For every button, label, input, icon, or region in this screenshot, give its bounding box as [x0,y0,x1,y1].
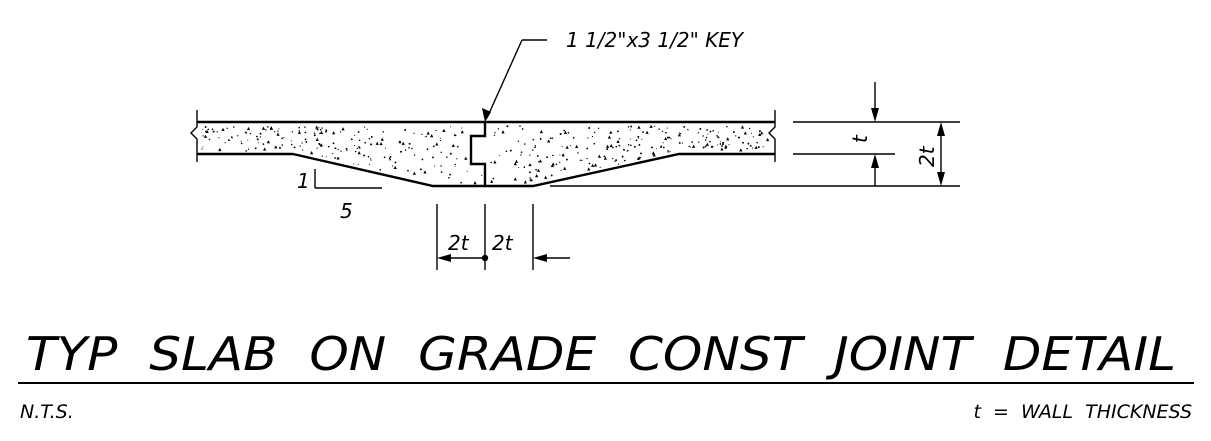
dim-2t-left-label: 2t [448,231,470,255]
slab-section [197,120,775,188]
construction-joint-key [469,122,487,186]
slope-rise-label: 1 [297,169,310,193]
dim-2t-right-label: 2t [492,231,514,255]
concrete-hatch [201,124,770,185]
dim-center-dot [481,254,489,262]
dim-t-arrow-down [871,108,879,122]
dim-2t-total-label: 2t [915,145,939,167]
dim-t-arrow-up [871,154,879,168]
dim-2t-arrow-bottom [937,172,945,186]
dim-t-label: t [848,134,872,143]
key-leader [486,39,547,119]
detail-title: TYP SLAB ON GRADE CONST JOINT DETAIL [26,327,1176,381]
slope-indicator [314,169,382,189]
dim-arrow-left [437,254,451,262]
dim-arrow-right [533,254,547,262]
dim-2t-arrow-top [937,122,945,136]
key-callout-text: 1 1/2"x3 1/2" KEY [566,28,745,52]
break-line-left [190,110,198,162]
break-lines [190,110,776,162]
break-line-right [768,110,776,162]
vertical-dimensions [550,82,960,187]
slope-run-label: 5 [340,199,353,223]
thickened-edge-profile [292,152,775,188]
key-leader-arrowhead [482,108,491,122]
legend-note: t = WALL THICKNESS [974,401,1193,423]
scale-note: N.T.S. [20,401,74,423]
